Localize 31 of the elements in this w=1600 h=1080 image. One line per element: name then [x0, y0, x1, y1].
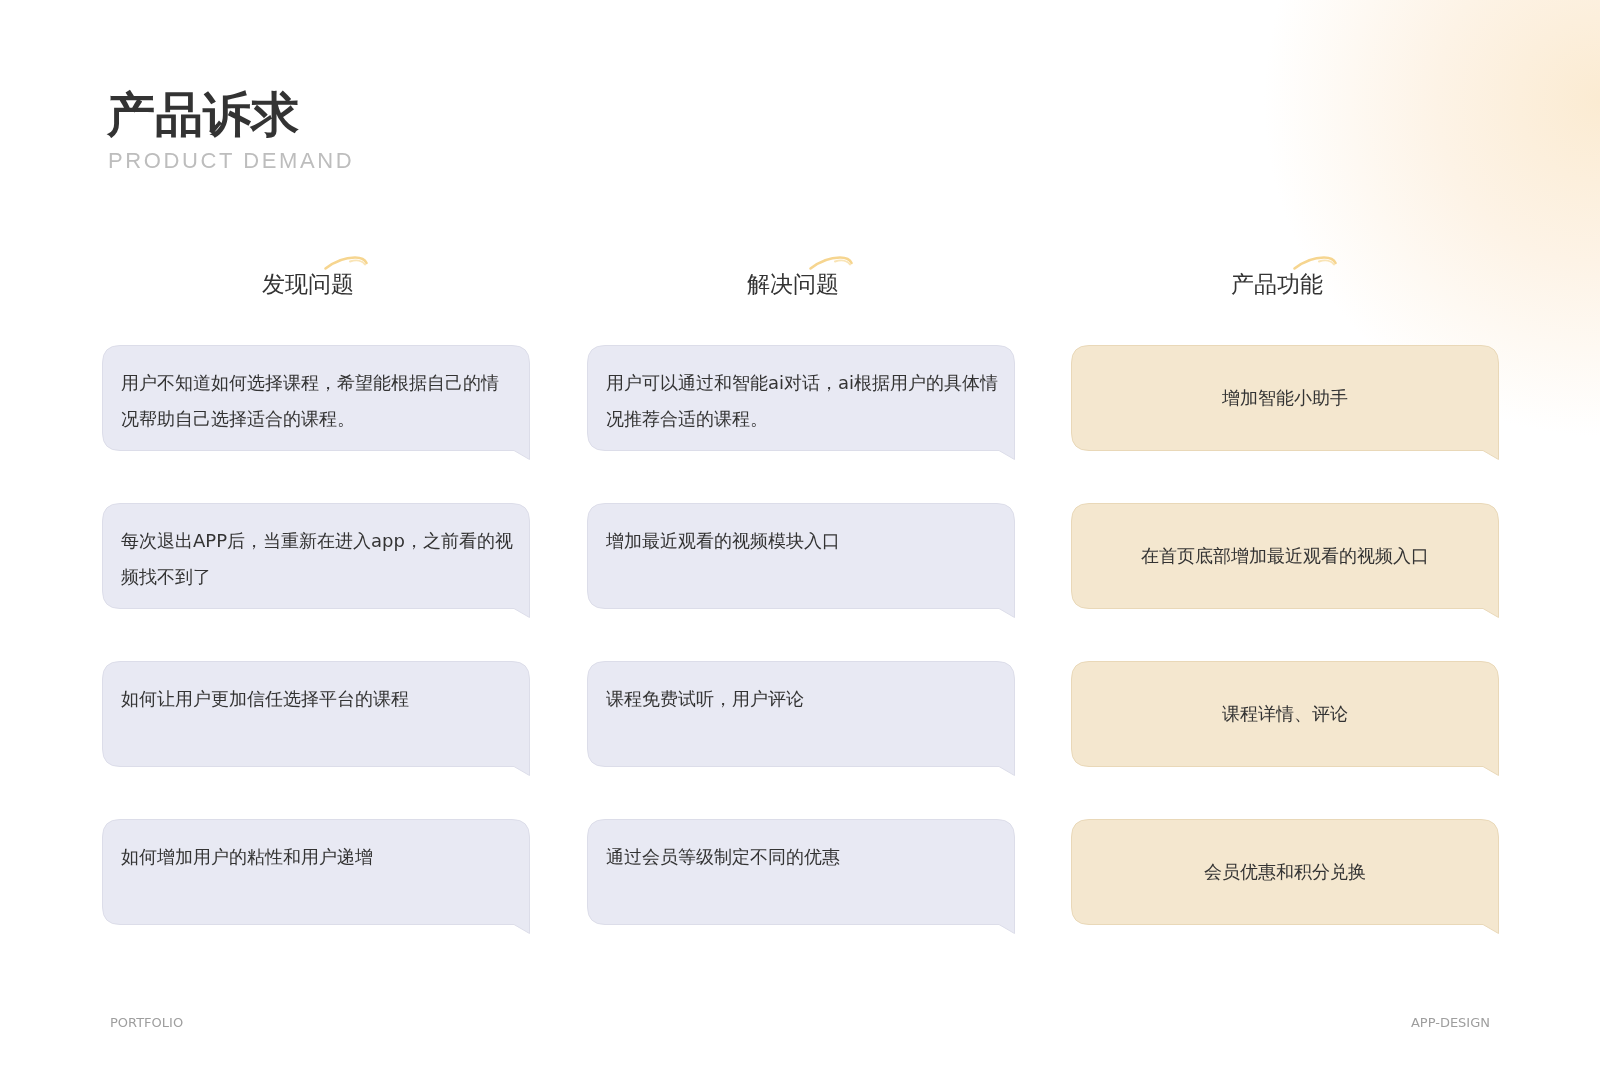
subtitle: PRODUCT DEMAND: [108, 149, 355, 173]
bubble-text: 在首页底部增加最近观看的视频入口: [1141, 544, 1429, 568]
speech-bubble: [102, 503, 530, 618]
speech-bubble: [587, 503, 1015, 618]
column-heading: 解决问题: [747, 271, 839, 297]
column-heading: 产品功能: [1231, 271, 1323, 297]
column-heading: 发现问题: [262, 271, 354, 297]
speech-bubble: [587, 345, 1015, 460]
speech-bubble: [587, 819, 1015, 934]
page-title: 产品诉求: [107, 86, 299, 142]
footer-text: APP-DESIGN: [1410, 1015, 1490, 1031]
speech-bubble: [1071, 503, 1499, 618]
bubble-text: 会员优惠和积分兑换: [1204, 860, 1366, 884]
bubble-text: 通过会员等级制定不同的优惠: [606, 845, 841, 869]
bubble-text: 如何增加用户的粘性和用户递增: [121, 845, 374, 869]
speech-bubble: [1071, 661, 1499, 776]
bubble-text: 每次退出APP后，当重新在进入app，之前看的视频找不到了: [121, 529, 514, 589]
speech-bubble: [1071, 345, 1499, 460]
bubble-text: 课程详情、评论: [1222, 702, 1348, 726]
bubble-text: 如何让用户更加信任选择平台的课程: [121, 687, 410, 711]
bubble-text: 用户可以通过和智能ai对话，ai根据用户的具体情况推荐合适的课程。: [606, 371, 1000, 431]
bubble-text: 课程免费试听，用户评论: [606, 687, 805, 711]
bubble-text: 增加智能小助手: [1222, 386, 1348, 410]
speech-bubble: [102, 345, 530, 460]
footer-text: PORTFOLIO: [110, 1015, 184, 1031]
speech-bubble: [102, 661, 530, 776]
bubble-text: 增加最近观看的视频模块入口: [606, 529, 841, 553]
speech-bubble: [1071, 819, 1499, 934]
speech-bubble: [102, 819, 530, 934]
bubble-text: 用户不知道如何选择课程，希望能根据自己的情况帮助自己选择适合的课程。: [121, 371, 500, 431]
speech-bubble: [587, 661, 1015, 776]
